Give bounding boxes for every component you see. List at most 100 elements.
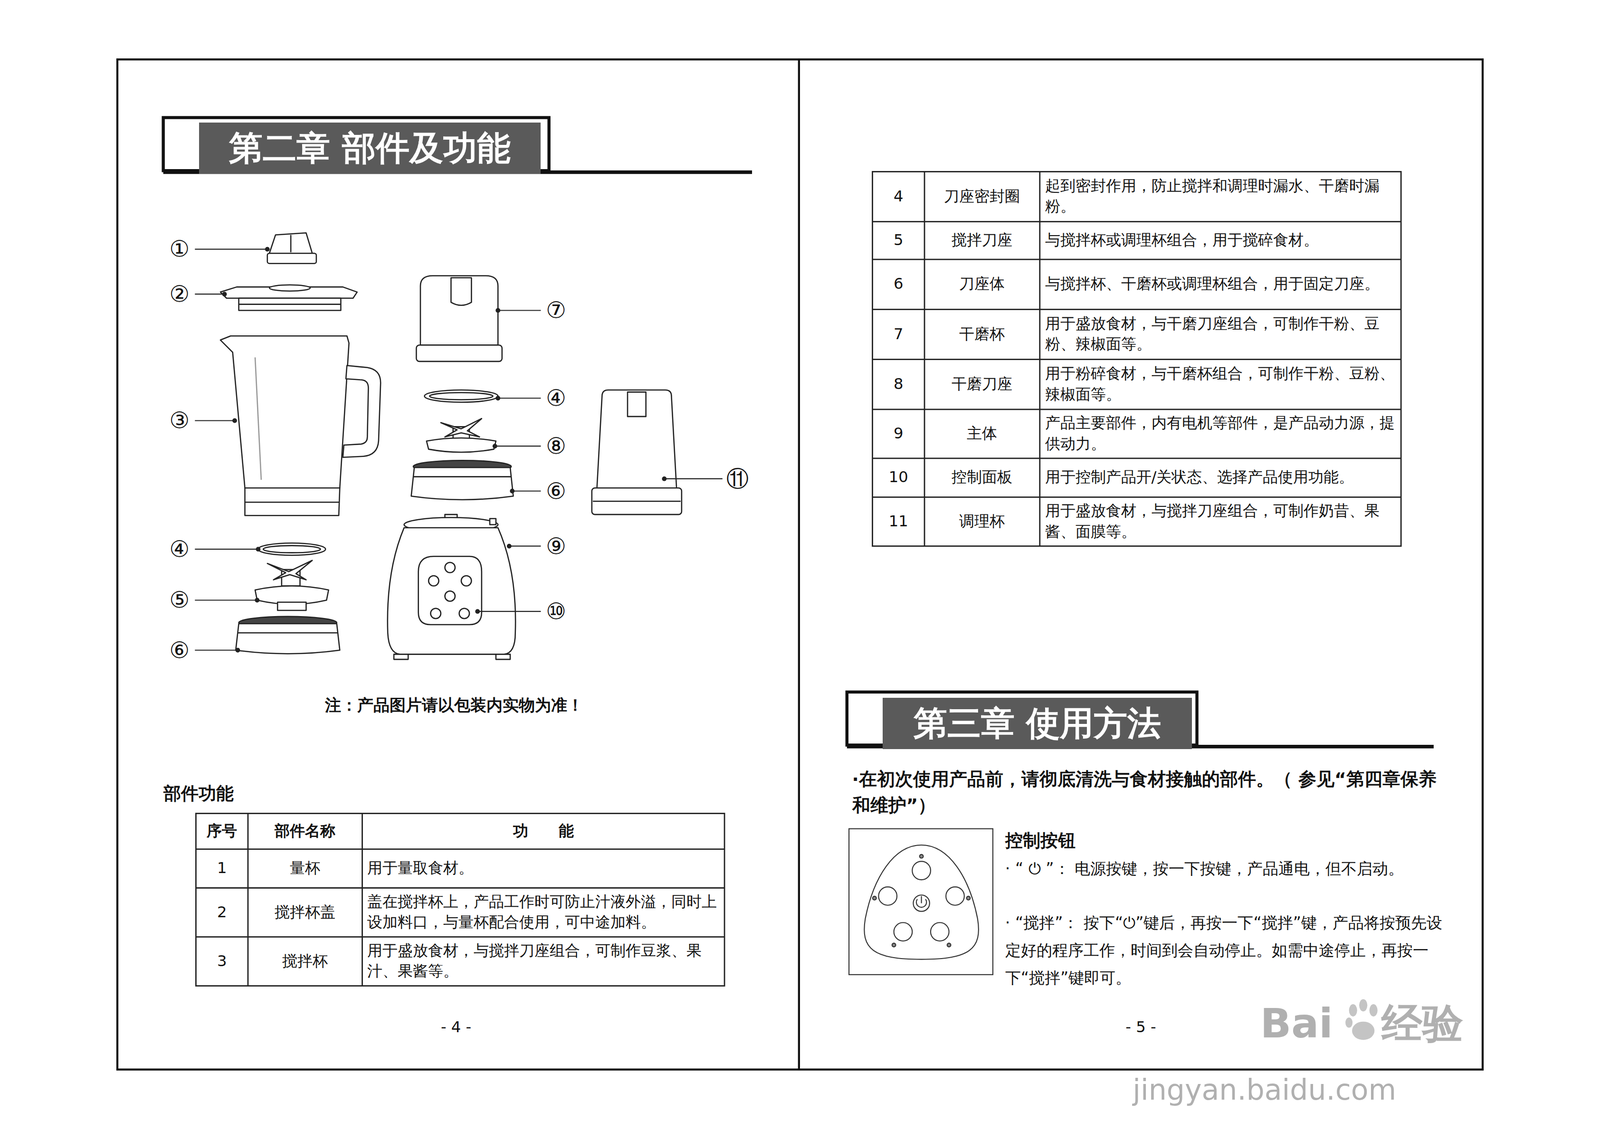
table-grid bbox=[872, 308, 1402, 311]
table-cell: 盖在搅拌杯上，产品工作时可防止汁液外溢，同时上设加料口，与量杯配合使用，可中途加… bbox=[367, 887, 721, 937]
leader-line bbox=[232, 419, 237, 423]
blender-jug bbox=[255, 357, 262, 480]
table-cell: 1 bbox=[195, 848, 248, 888]
leader-line bbox=[194, 419, 235, 421]
leader-line bbox=[477, 610, 541, 612]
blade-base bbox=[411, 467, 514, 500]
control-panel-picture bbox=[848, 828, 993, 975]
note-text: 注：产品图片请以包装内实物为准！ bbox=[275, 691, 633, 719]
seal-ring bbox=[257, 542, 326, 556]
seal-ring bbox=[263, 545, 321, 553]
watermark: 经验 bbox=[1381, 998, 1472, 1049]
page-frame bbox=[117, 59, 1483, 1070]
grinding-cup bbox=[416, 345, 502, 362]
table-cell: 6 bbox=[872, 259, 925, 310]
control-panel-picture bbox=[848, 828, 993, 975]
motor-base bbox=[393, 654, 409, 660]
table-grid bbox=[872, 496, 1402, 498]
table-cell: 7 bbox=[872, 309, 925, 360]
table-cell: 用于粉碎食材，与干磨杯组合，可制作干粉、豆粉、辣椒面等。 bbox=[1045, 359, 1398, 410]
grinding-blade bbox=[426, 418, 496, 453]
leader-line bbox=[495, 445, 542, 447]
leader-line bbox=[512, 490, 541, 492]
blender-jug bbox=[245, 487, 341, 516]
watermark: Bai bbox=[1260, 998, 1346, 1049]
table-cell: 刀座体 bbox=[924, 259, 1040, 310]
jug-lid bbox=[269, 285, 311, 292]
callout-number: ⑤ bbox=[161, 581, 198, 619]
table-grid bbox=[872, 358, 1402, 361]
watermark-paw bbox=[1345, 1017, 1353, 1028]
blade-assembly bbox=[267, 560, 313, 581]
blender-illustration bbox=[220, 232, 682, 660]
motor-base bbox=[445, 590, 456, 601]
blade-base bbox=[235, 616, 340, 654]
section-title: 部件功能 bbox=[163, 780, 276, 808]
table-cell: 3 bbox=[195, 936, 248, 986]
motor-base bbox=[428, 575, 439, 586]
table-cell: 干磨杯 bbox=[924, 309, 1040, 360]
table-cell: 搅拌杯 bbox=[247, 936, 363, 986]
table-cell: 产品主要部件，内有电机等部件，是产品动力源，提供动力。 bbox=[1045, 409, 1398, 458]
motor-base bbox=[461, 575, 472, 586]
blade-base bbox=[235, 623, 340, 654]
watermark-paw bbox=[1352, 1021, 1375, 1041]
conditioning-cup bbox=[592, 500, 681, 503]
table-grid bbox=[872, 408, 1402, 410]
jug-lid bbox=[220, 285, 358, 311]
page-number: - 4 - bbox=[425, 1014, 487, 1041]
blade-base bbox=[411, 460, 514, 500]
table-grid bbox=[872, 258, 1402, 261]
table-cell: 2 bbox=[195, 887, 248, 937]
page-number: - 5 - bbox=[1110, 1014, 1172, 1041]
table-cell: 搅拌刀座 bbox=[924, 221, 1040, 259]
table-cell: 9 bbox=[872, 409, 925, 458]
callout-number: ② bbox=[161, 275, 198, 313]
instruction-text: · “ ⏻ ”： 电源按键，按一下按键，产品通电，但不启动。 bbox=[1005, 855, 1445, 883]
control-panel-picture bbox=[921, 895, 923, 904]
jug-lid bbox=[238, 303, 342, 305]
callout-number: ⑨ bbox=[537, 527, 575, 564]
grinding-blade bbox=[440, 418, 482, 438]
conditioning-cup bbox=[597, 390, 677, 488]
measuring-cap bbox=[267, 253, 317, 264]
leader-line bbox=[256, 547, 261, 552]
table-cell: 刀座密封圈 bbox=[924, 171, 1040, 222]
leader-line bbox=[497, 397, 541, 399]
watermark-paw bbox=[1369, 1004, 1378, 1017]
callout-number: ⑧ bbox=[537, 427, 575, 465]
table-cell: 11 bbox=[872, 496, 925, 546]
page-frame bbox=[117, 59, 1483, 1070]
control-panel-picture bbox=[945, 886, 965, 906]
leader-line bbox=[495, 396, 500, 400]
grinding-blade bbox=[426, 438, 496, 453]
blade-assembly bbox=[255, 585, 329, 605]
blade-base bbox=[237, 632, 338, 634]
instruction-text: · “搅拌”： 按下“⏻”键后，再按一下“搅拌”键，产品将按预先设定好的程序工作… bbox=[1005, 909, 1445, 992]
blender-jug bbox=[220, 335, 350, 493]
table-header: 功 能 bbox=[362, 813, 725, 849]
table-cell: 10 bbox=[872, 457, 925, 497]
chapter-heading: 第三章 使用方法 bbox=[882, 697, 1192, 750]
blender-jug bbox=[342, 365, 381, 458]
leader-line bbox=[194, 649, 238, 651]
heading-frame bbox=[163, 117, 1434, 747]
leader-line bbox=[510, 489, 515, 494]
chapter-heading: 第二章 部件及功能 bbox=[199, 122, 542, 174]
blade-base bbox=[413, 476, 512, 478]
watermark-paw bbox=[1345, 999, 1378, 1040]
measuring-cap bbox=[290, 235, 292, 253]
leader-line bbox=[664, 478, 723, 480]
table-grid bbox=[361, 813, 363, 986]
measuring-cap bbox=[267, 232, 317, 264]
leader-line bbox=[194, 293, 225, 295]
blade-assembly bbox=[277, 602, 306, 611]
leader-line bbox=[255, 598, 259, 603]
watermark: jingyan.baidu.com bbox=[1132, 1071, 1485, 1108]
table-cell: 用于盛放食材，与搅拌刀座组合，可制作豆浆、果汁、果酱等。 bbox=[367, 936, 721, 986]
table-grid bbox=[247, 813, 249, 986]
leader-line bbox=[194, 247, 723, 653]
watermark-paw bbox=[1349, 1004, 1358, 1017]
table-cell: 主体 bbox=[924, 409, 1040, 458]
table-cell: 搅拌杯盖 bbox=[247, 887, 363, 937]
